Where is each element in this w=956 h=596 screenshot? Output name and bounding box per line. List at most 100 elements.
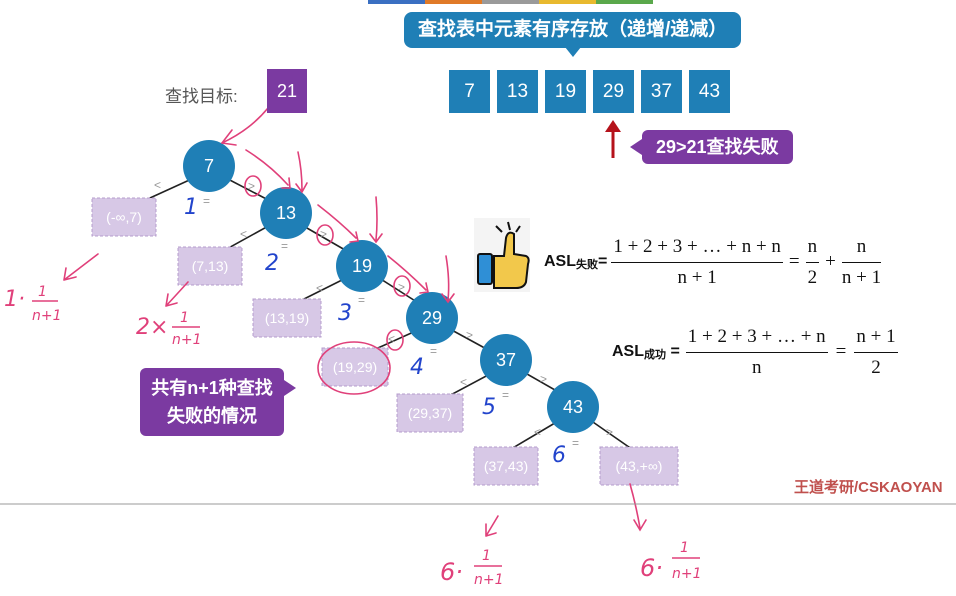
asl-fail-formula: ASL失败= 1 + 2 + 3 + … + n + n n + 1 = n 2… [544, 232, 944, 292]
eq-symbol: = [203, 194, 210, 208]
level-number: 3 [338, 301, 352, 326]
circled-gt [244, 175, 262, 197]
red-pointer-arrow [605, 120, 621, 158]
tree-node [260, 187, 312, 239]
search-target-value: 21 [267, 69, 307, 113]
path-arrow [387, 255, 429, 294]
lt-symbol: < [316, 281, 323, 295]
tree-node-label: 37 [496, 350, 516, 370]
tree-node [336, 240, 388, 292]
tree-node [406, 292, 458, 344]
eq-symbol: = [358, 293, 365, 307]
note-line: 失败的情况 [167, 406, 257, 426]
equals: = [788, 251, 800, 272]
gt-symbol: > [466, 328, 473, 342]
failure-intervals: (-∞,7) (7,13) (13,19) (19,29) (29,37) (3… [91, 197, 679, 486]
gt-symbol: > [248, 179, 255, 193]
gt-symbol: > [320, 227, 327, 241]
tree-node-label: 13 [276, 203, 296, 223]
hand-numerator: 1 [482, 548, 491, 564]
circled-gt [393, 275, 411, 297]
fail-badge: 29>21查找失败 [630, 130, 793, 164]
thumbs-up-icon [474, 218, 530, 292]
level-number: 5 [482, 395, 496, 420]
interval-label: (-∞,7) [106, 209, 142, 225]
gt-symbol: > [606, 425, 613, 439]
tree-node-label: 19 [352, 256, 372, 276]
tree-nodes: 7 13 19 29 37 43 [183, 140, 599, 433]
eq-symbol: = [502, 388, 509, 402]
hand-denominator: n+1 [172, 332, 202, 348]
tree-node [547, 381, 599, 433]
asl-fail-fraction: 1 + 2 + 3 + … + n + n n + 1 [611, 235, 783, 288]
interval-label: (19,29) [333, 359, 377, 375]
array-cell: 7 [449, 70, 490, 113]
interval-arrow [165, 281, 189, 307]
asl-fail-term2: n n + 1 [841, 235, 882, 288]
header-callout: 查找表中元素有序存放（递增/递减） [404, 12, 742, 57]
tree-node-label: 29 [422, 308, 442, 328]
interval-label: (29,37) [408, 405, 452, 421]
note-line: 共有n+1种查找 [151, 378, 273, 398]
arrowhead [221, 129, 237, 146]
hand-numerator: 1 [180, 310, 189, 326]
level-number: 6 [552, 443, 566, 468]
interval-label: (7,13) [192, 258, 229, 274]
interval-label: (43,+∞) [616, 458, 663, 474]
tree-node [480, 334, 532, 386]
hand-coefficient: 6· [640, 554, 663, 582]
hand-denominator: n+1 [672, 566, 702, 582]
gt-symbol: > [398, 280, 405, 294]
circled-gt [316, 224, 334, 246]
array-cell: 13 [497, 70, 538, 113]
lt-symbol: < [460, 375, 467, 389]
array-cell: 37 [641, 70, 682, 113]
path-arrow [245, 149, 291, 189]
interval-label: (13,19) [265, 310, 309, 326]
pen-text: 1· 1 n+1 2× 1 n+1 6· 1 n+1 6· 1 n+1 [4, 284, 702, 588]
circled-lt [386, 329, 404, 351]
level-number: 2 [265, 251, 279, 276]
plus: + [825, 251, 836, 272]
lt-symbol: < [240, 227, 247, 241]
gt-symbol: > [540, 372, 547, 386]
path-arrow [317, 204, 359, 243]
lt-symbol: < [534, 425, 541, 439]
interval-arrow [629, 483, 647, 532]
path-arrow [441, 255, 455, 304]
path-arrow [369, 196, 383, 244]
asl-fail-label: ASL失败= [544, 252, 608, 271]
hand-coefficient: 1· [4, 287, 25, 312]
interval-arrow [485, 515, 499, 537]
interval-label: (37,43) [484, 458, 528, 474]
edge-43-right [589, 419, 637, 453]
target-to-root-arrow [221, 107, 269, 144]
hand-coefficient: 2× [136, 315, 168, 340]
lt-symbol: < [154, 178, 161, 192]
equals: = [835, 341, 847, 362]
asl-success-fraction: 1 + 2 + 3 + … + n n [685, 325, 828, 378]
hand-denominator: n+1 [474, 572, 504, 588]
hand-denominator: n+1 [32, 308, 62, 324]
lt-symbol: < [388, 332, 395, 346]
eq-symbol: = [430, 344, 437, 358]
path-arrow [295, 151, 308, 194]
watermark: 王道考研/CSKAOYAN [794, 479, 943, 496]
asl-success-formula: ASL成功 = 1 + 2 + 3 + … + n n = n + 1 2 [612, 322, 944, 382]
failure-count-note: 共有n+1种查找 失败的情况 [140, 368, 296, 436]
asl-fail-term1: n 2 [805, 235, 820, 288]
asl-success-result: n + 1 2 [854, 325, 898, 378]
hand-coefficient: 6· [440, 558, 463, 586]
eq-symbol: = [281, 239, 288, 253]
tree-node [183, 140, 235, 192]
tree-node-label: 7 [204, 156, 214, 176]
interval-arrow [63, 253, 99, 281]
hand-numerator: 1 [680, 540, 689, 556]
array-cell: 29 [593, 70, 634, 113]
eq-symbol: = [572, 436, 579, 450]
comparison-symbols: < > = < > = < > = < > = < > = < > = [154, 178, 613, 450]
array-cell: 43 [689, 70, 730, 113]
top-color-strip [368, 0, 653, 4]
array-cell: 19 [545, 70, 586, 113]
